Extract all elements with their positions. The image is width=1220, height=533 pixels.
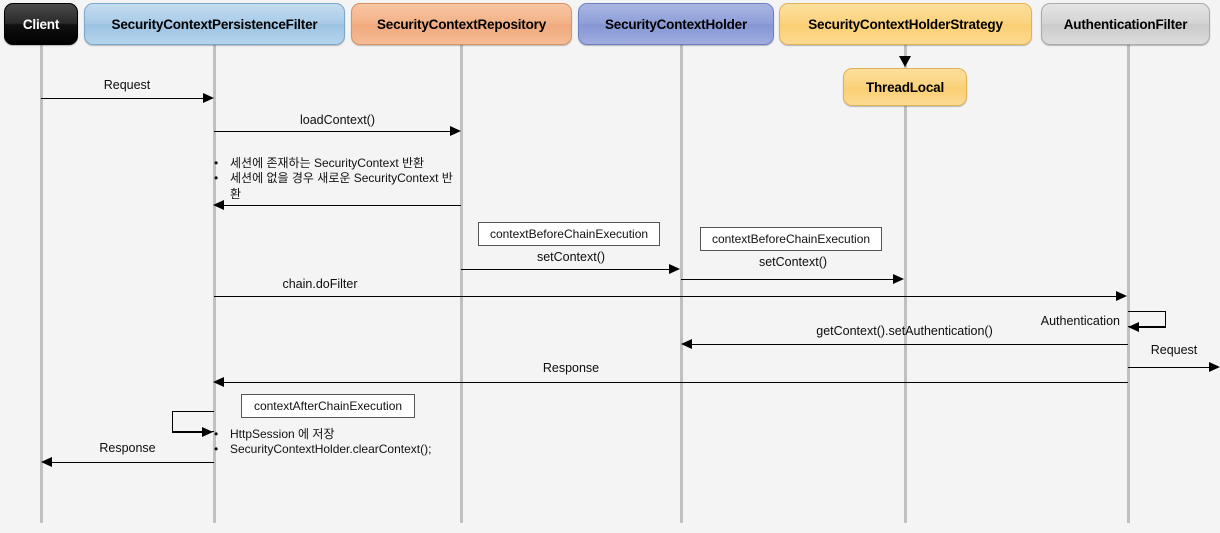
- lifeline-context-holder: [680, 45, 683, 523]
- selfloop-authentication-return-line: [1139, 327, 1166, 328]
- lifeline-persistence-filter: [213, 45, 216, 523]
- message-line-response-1: [223, 382, 1128, 383]
- annotation-bullet-text: HttpSession 에 저장: [230, 427, 335, 441]
- participant-auth-filter[interactable]: AuthenticationFilter: [1041, 3, 1210, 45]
- message-line-request-2: [1128, 367, 1210, 368]
- message-arrowhead-after-chain-self: [202, 427, 213, 437]
- message-label-response-2: Response: [99, 441, 156, 455]
- annotation-after-chain: • HttpSession 에 저장 • SecurityContextHold…: [214, 427, 544, 458]
- nested-threadlocal[interactable]: ThreadLocal: [843, 68, 967, 106]
- note-context-after-chain-label: contextAfterChainExecution: [253, 399, 403, 413]
- message-line-get-context-set-auth: [691, 344, 1128, 345]
- lifeline-holder-strategy: [904, 45, 907, 523]
- bullet-marker-icon: •: [214, 442, 219, 457]
- message-arrowhead-load-context: [450, 126, 461, 136]
- lifeline-client: [40, 45, 43, 523]
- participant-client-label: Client: [22, 16, 60, 32]
- message-arrowhead-set-context-1: [669, 264, 680, 274]
- annotation-bullet-row: • HttpSession 에 저장: [214, 427, 544, 442]
- message-label-set-context-1: setContext(): [536, 250, 606, 264]
- annotation-bullet-row: • SecurityContextHolder.clearContext();: [214, 442, 544, 457]
- participant-holder-strategy-label: SecurityContextHolderStrategy: [808, 16, 1003, 32]
- lifeline-context-repository: [460, 45, 463, 523]
- participant-auth-filter-label: AuthenticationFilter: [1063, 16, 1188, 32]
- threadlocal-arrow-icon: [899, 56, 911, 67]
- note-context-before-chain-1-label: contextBeforeChainExecution: [489, 227, 649, 241]
- annotation-load-context-return: • 세션에 존재하는 SecurityContext 반환 • 세션에 없을 경…: [214, 156, 461, 202]
- bullet-marker-icon: •: [214, 427, 219, 441]
- message-label-response-1: Response: [542, 361, 600, 375]
- participant-holder-strategy[interactable]: SecurityContextHolderStrategy: [779, 3, 1032, 45]
- note-context-after-chain: contextAfterChainExecution: [241, 394, 415, 418]
- message-arrowhead-response-1: [213, 377, 224, 387]
- message-line-response-2: [51, 462, 214, 463]
- note-context-before-chain-1: contextBeforeChainExecution: [478, 222, 660, 246]
- participant-client[interactable]: Client: [4, 3, 78, 45]
- message-line-chain-dofilter: [214, 296, 1117, 297]
- message-line-set-context-2: [681, 279, 894, 280]
- message-arrowhead-request-2: [1209, 362, 1220, 372]
- message-label-load-context: loadContext(): [299, 113, 376, 127]
- message-line-load-context-return: [223, 205, 461, 206]
- message-arrowhead-request-1: [203, 93, 214, 103]
- annotation-bullet-row: • 세션에 없을 경우 새로운 SecurityContext 반환: [214, 171, 461, 202]
- message-arrowhead-load-context-return: [213, 200, 224, 210]
- participant-context-holder[interactable]: SecurityContextHolder: [578, 3, 774, 45]
- message-label-request-1: Request: [103, 78, 151, 92]
- bullet-marker-icon: •: [214, 156, 219, 170]
- selfloop-after-chain-return-line: [172, 432, 203, 433]
- message-label-set-context-2: setContext(): [758, 255, 828, 269]
- participant-context-repository-label: SecurityContextRepository: [376, 16, 547, 32]
- participant-context-holder-label: SecurityContextHolder: [604, 16, 748, 32]
- message-line-load-context: [214, 131, 452, 132]
- nested-threadlocal-label: ThreadLocal: [865, 79, 945, 95]
- message-label-chain-dofilter: chain.doFilter: [282, 277, 358, 291]
- selfloop-after-chain: [172, 411, 214, 432]
- participant-context-repository[interactable]: SecurityContextRepository: [351, 3, 572, 45]
- note-context-before-chain-2-label: contextBeforeChainExecution: [711, 232, 871, 246]
- message-arrowhead-get-context-set-auth: [681, 339, 692, 349]
- message-line-request-1: [41, 98, 205, 99]
- bullet-marker-icon: •: [214, 171, 219, 186]
- message-arrowhead-authentication-self: [1128, 322, 1139, 332]
- selfloop-authentication: [1128, 311, 1166, 327]
- message-arrowhead-response-2: [41, 457, 52, 467]
- message-label-request-2: Request: [1150, 343, 1198, 357]
- annotation-bullet-row: • 세션에 존재하는 SecurityContext 반환: [214, 156, 461, 171]
- annotation-bullet-text: SecurityContextHolder.clearContext();: [230, 442, 432, 457]
- message-arrowhead-set-context-2: [893, 274, 904, 284]
- message-label-get-context-set-auth: getContext().setAuthentication(): [816, 324, 993, 338]
- message-line-set-context-1: [461, 269, 670, 270]
- message-arrowhead-chain-dofilter: [1116, 291, 1127, 301]
- annotation-bullet-text: 세션에 없을 경우 새로운 SecurityContext 반환: [230, 171, 453, 201]
- participant-persistence-filter-label: SecurityContextPersistenceFilter: [111, 16, 318, 32]
- note-context-before-chain-2: contextBeforeChainExecution: [700, 227, 882, 251]
- lifeline-auth-filter: [1127, 45, 1130, 523]
- participant-persistence-filter[interactable]: SecurityContextPersistenceFilter: [84, 3, 345, 45]
- message-label-authentication: Authentication: [1040, 314, 1120, 328]
- annotation-bullet-text: 세션에 존재하는 SecurityContext 반환: [230, 156, 425, 170]
